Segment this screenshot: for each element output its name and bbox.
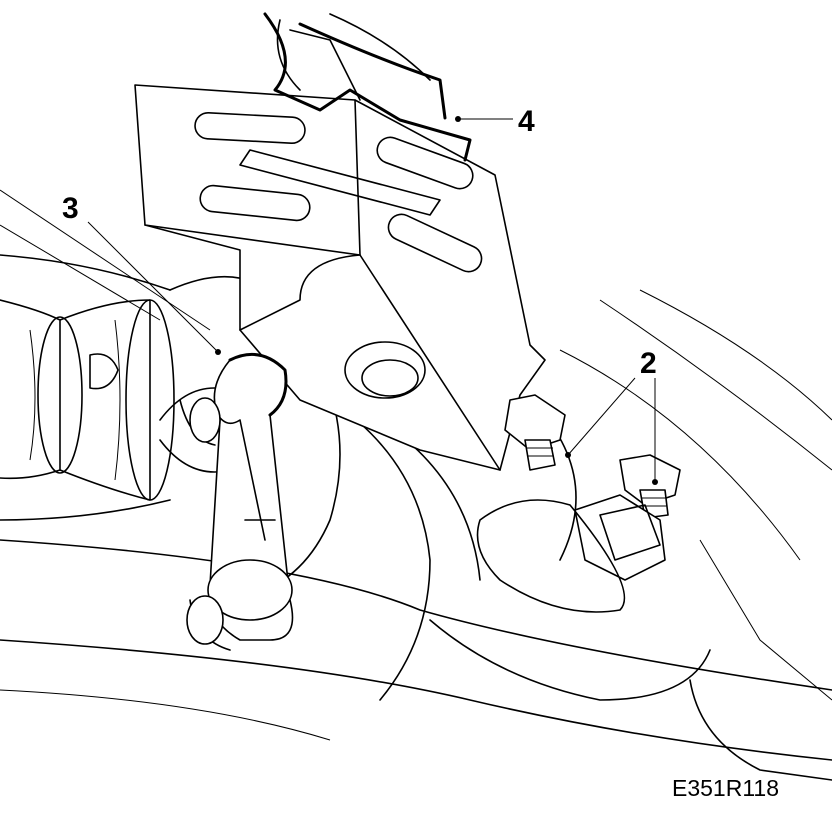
background-structure	[0, 13, 832, 781]
leader-3	[87, 221, 219, 353]
bracket-plate	[134, 12, 546, 471]
bracket-nuts	[476, 394, 681, 613]
figure-reference-code: E351R118	[672, 775, 779, 801]
callout-leaders	[87, 116, 658, 485]
leader-3-dot	[215, 349, 221, 355]
stabilizer-link	[179, 352, 294, 651]
leader-4-dot	[455, 116, 461, 122]
leader-2a	[567, 377, 636, 456]
callout-2: 2	[640, 347, 657, 380]
drive-shaft-boot	[0, 254, 175, 521]
callout-4: 4	[518, 105, 535, 138]
leader-2b-dot	[652, 479, 658, 485]
callout-3: 3	[62, 192, 79, 225]
leader-2a-dot	[565, 452, 571, 458]
